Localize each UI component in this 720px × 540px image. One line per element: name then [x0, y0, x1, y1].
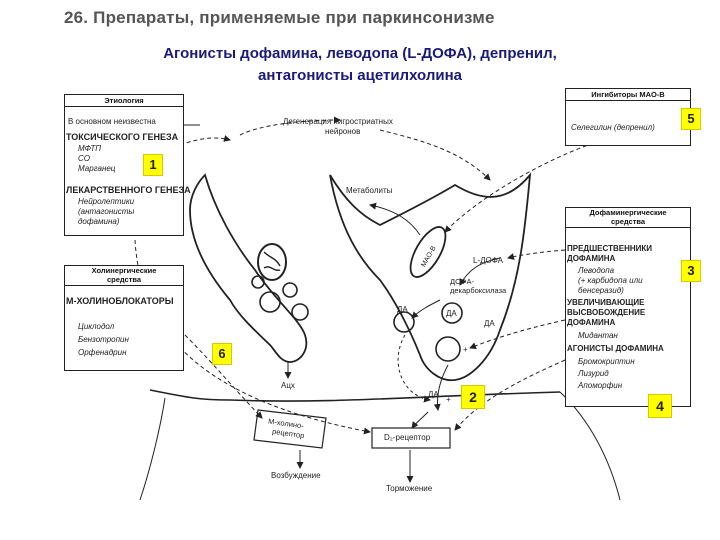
da-label-cytoplasm: ДА [484, 319, 495, 328]
dopaminergic-title-line-2: средства [610, 216, 646, 226]
cholinergic-box: Холинергические средства [64, 265, 184, 371]
drug-item-2: (антагонисты [78, 207, 135, 216]
metabolites-label: Метаболиты [346, 186, 393, 195]
da-label-vesicle: ДА [397, 305, 408, 314]
marker-6: 6 [212, 343, 232, 365]
marker-1: 1 [143, 154, 163, 176]
agonist-drug-2: Лизурид [578, 369, 609, 378]
d2-receptor-shape [371, 427, 451, 449]
excitation-label: Возбуждение [271, 471, 321, 480]
etiology-title: Этиология [65, 95, 183, 107]
ddc-label-2: декарбоксилаза [450, 286, 507, 295]
precursors-line-2: ДОФАМИНА [567, 254, 616, 263]
toxic-item-3: Марганец [78, 164, 116, 173]
toxic-item-2: СО [78, 154, 90, 163]
l-dopa-label: L-ДОФА [473, 256, 503, 265]
degeneration-label-1: Дегенерация нигростриатных [283, 117, 393, 126]
slide-heading: 26. Препараты, применяемые при паркинсон… [64, 8, 495, 27]
postsynaptic-membrane-lower [139, 397, 166, 501]
d2-receptor-label: D₂-рецептор [384, 433, 431, 442]
levodopa-line-1: Леводопа [578, 266, 615, 275]
marker-3: 3 [681, 260, 701, 282]
cholinergic-title: Холинергические средства [65, 266, 183, 286]
postsynaptic-membrane [149, 389, 561, 402]
ddc-label-1: ДОФА- [450, 277, 474, 286]
m-cholinoblockers-heading: М-ХОЛИНОБЛОКАТОРЫ [66, 296, 174, 306]
levodopa-line-2: (+ карбидопа или [578, 276, 643, 285]
dopaminergic-neuron [329, 172, 532, 382]
cholinergic-title-line-1: Холинергические [91, 266, 157, 275]
plus-sign-2: + [446, 395, 451, 404]
mao-b-inhibitors-box: Ингибиторы МАО-В [565, 88, 691, 146]
etiology-unknown: В основном неизвестна [68, 117, 156, 126]
m-receptor-shape [253, 409, 327, 449]
agonist-drug-1: Бромокриптин [578, 357, 635, 366]
cholinergic-neuron [189, 173, 308, 363]
releasers-line-3: ДОФАМИНА [567, 318, 616, 327]
levodopa-line-3: бенсеразид) [578, 286, 624, 295]
cholinergic-title-line-2: средства [106, 274, 142, 284]
dopaminergic-box: Дофаминергические средства [565, 207, 691, 407]
dopamine-agonists-heading: АГОНИСТЫ ДОФАМИНА [567, 344, 664, 353]
subtitle-line-1: Агонисты дофамина, леводопа (L-ДОФА), де… [163, 45, 557, 62]
cholinergic-drug-1: Циклодол [78, 322, 115, 331]
da-label-released: ДА [428, 390, 439, 399]
agonist-drug-3: Апоморфин [578, 381, 623, 390]
degeneration-label-2: нейронов [325, 127, 361, 136]
drug-genesis-heading: ЛЕКАРСТВЕННОГО ГЕНЕЗА [66, 185, 191, 195]
etiology-box: Этиология [64, 94, 184, 236]
dopaminergic-title: Дофаминергические средства [566, 208, 690, 228]
amantadine-label: Мидантан [578, 331, 618, 340]
da-label-vesicle-2: ДА [446, 309, 457, 318]
marker-2: 2 [461, 385, 485, 409]
releasers-line-2: ВЫСВОБОЖДЕНИЕ [567, 308, 646, 317]
cholinergic-drug-2: Бензотропин [78, 335, 129, 344]
releasers-line-1: УВЕЛИЧИВАЮЩИЕ [567, 298, 645, 307]
marker-4: 4 [648, 394, 672, 418]
cholinergic-drug-3: Орфенадрин [78, 348, 127, 357]
subtitle-line-2: антагонисты ацетилхолина [258, 67, 462, 84]
inhibition-label: Торможение [386, 484, 433, 493]
dopaminergic-title-line-1: Дофаминергические [589, 208, 667, 217]
precursors-line-1: ПРЕДШЕСТВЕННИКИ [567, 244, 653, 253]
drug-item-1: Нейролептики [78, 197, 135, 206]
ach-label: Ацх [281, 381, 295, 390]
mao-b-title: Ингибиторы МАО-В [566, 89, 690, 101]
marker-5: 5 [681, 108, 701, 130]
toxic-item-1: МФТП [78, 144, 102, 153]
drug-item-3: дофамина) [78, 217, 120, 226]
plus-sign-1: + [463, 345, 468, 354]
toxic-genesis-heading: ТОКСИЧЕСКОГО ГЕНЕЗА [66, 132, 179, 142]
selegiline-label: Селегилин (депренил) [571, 123, 655, 132]
